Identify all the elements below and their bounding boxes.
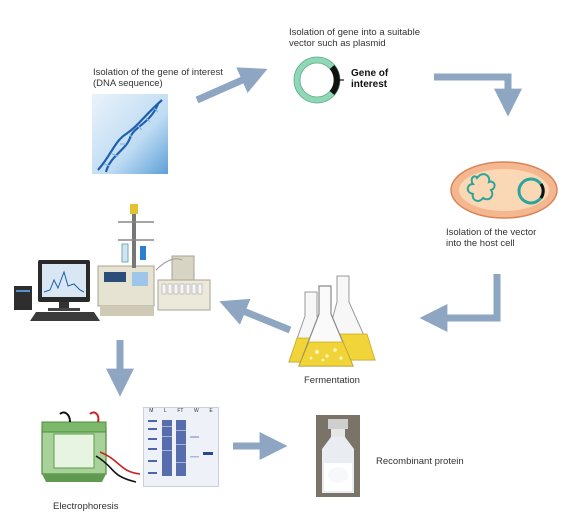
label-recombinant-protein: Recombinant protein — [376, 456, 464, 467]
dna-image — [92, 94, 168, 174]
gel-lane-e: E — [209, 408, 213, 414]
electrophoresis-apparatus-icon — [41, 411, 141, 483]
gel-lane-w: W — [194, 408, 199, 414]
label-host-cell-1: Isolation of the vector — [446, 227, 537, 238]
label-host-cell-2: into the host cell — [446, 238, 515, 249]
label-fermentation: Fermentation — [304, 375, 360, 386]
vial-image — [316, 415, 360, 497]
gel-image: M L FT W E — [143, 407, 219, 487]
plasmid-icon — [293, 56, 344, 104]
label-isolation-gene-2: (DNA sequence) — [93, 78, 163, 89]
label-plasmid-1: Isolation of gene into a suitable — [289, 27, 420, 38]
gel-lane-l: L — [164, 408, 167, 414]
gel-lane-ft: FT — [177, 408, 184, 414]
label-gene-of: Gene of — [351, 68, 389, 79]
label-plasmid-2: vector such as plasmid — [289, 38, 386, 49]
label-electrophoresis: Electrophoresis — [53, 501, 119, 512]
fermentation-flasks-icon — [288, 275, 376, 367]
gel-lane-labels: M L FT W E — [144, 408, 218, 415]
gel-lane-m: M — [149, 408, 154, 414]
label-interest: interest — [351, 79, 388, 90]
label-isolation-gene-1: Isolation of the gene of interest — [93, 67, 223, 78]
host-cell-icon — [450, 161, 558, 219]
lab-equipment-image — [14, 204, 211, 321]
gel-bands — [148, 420, 213, 476]
